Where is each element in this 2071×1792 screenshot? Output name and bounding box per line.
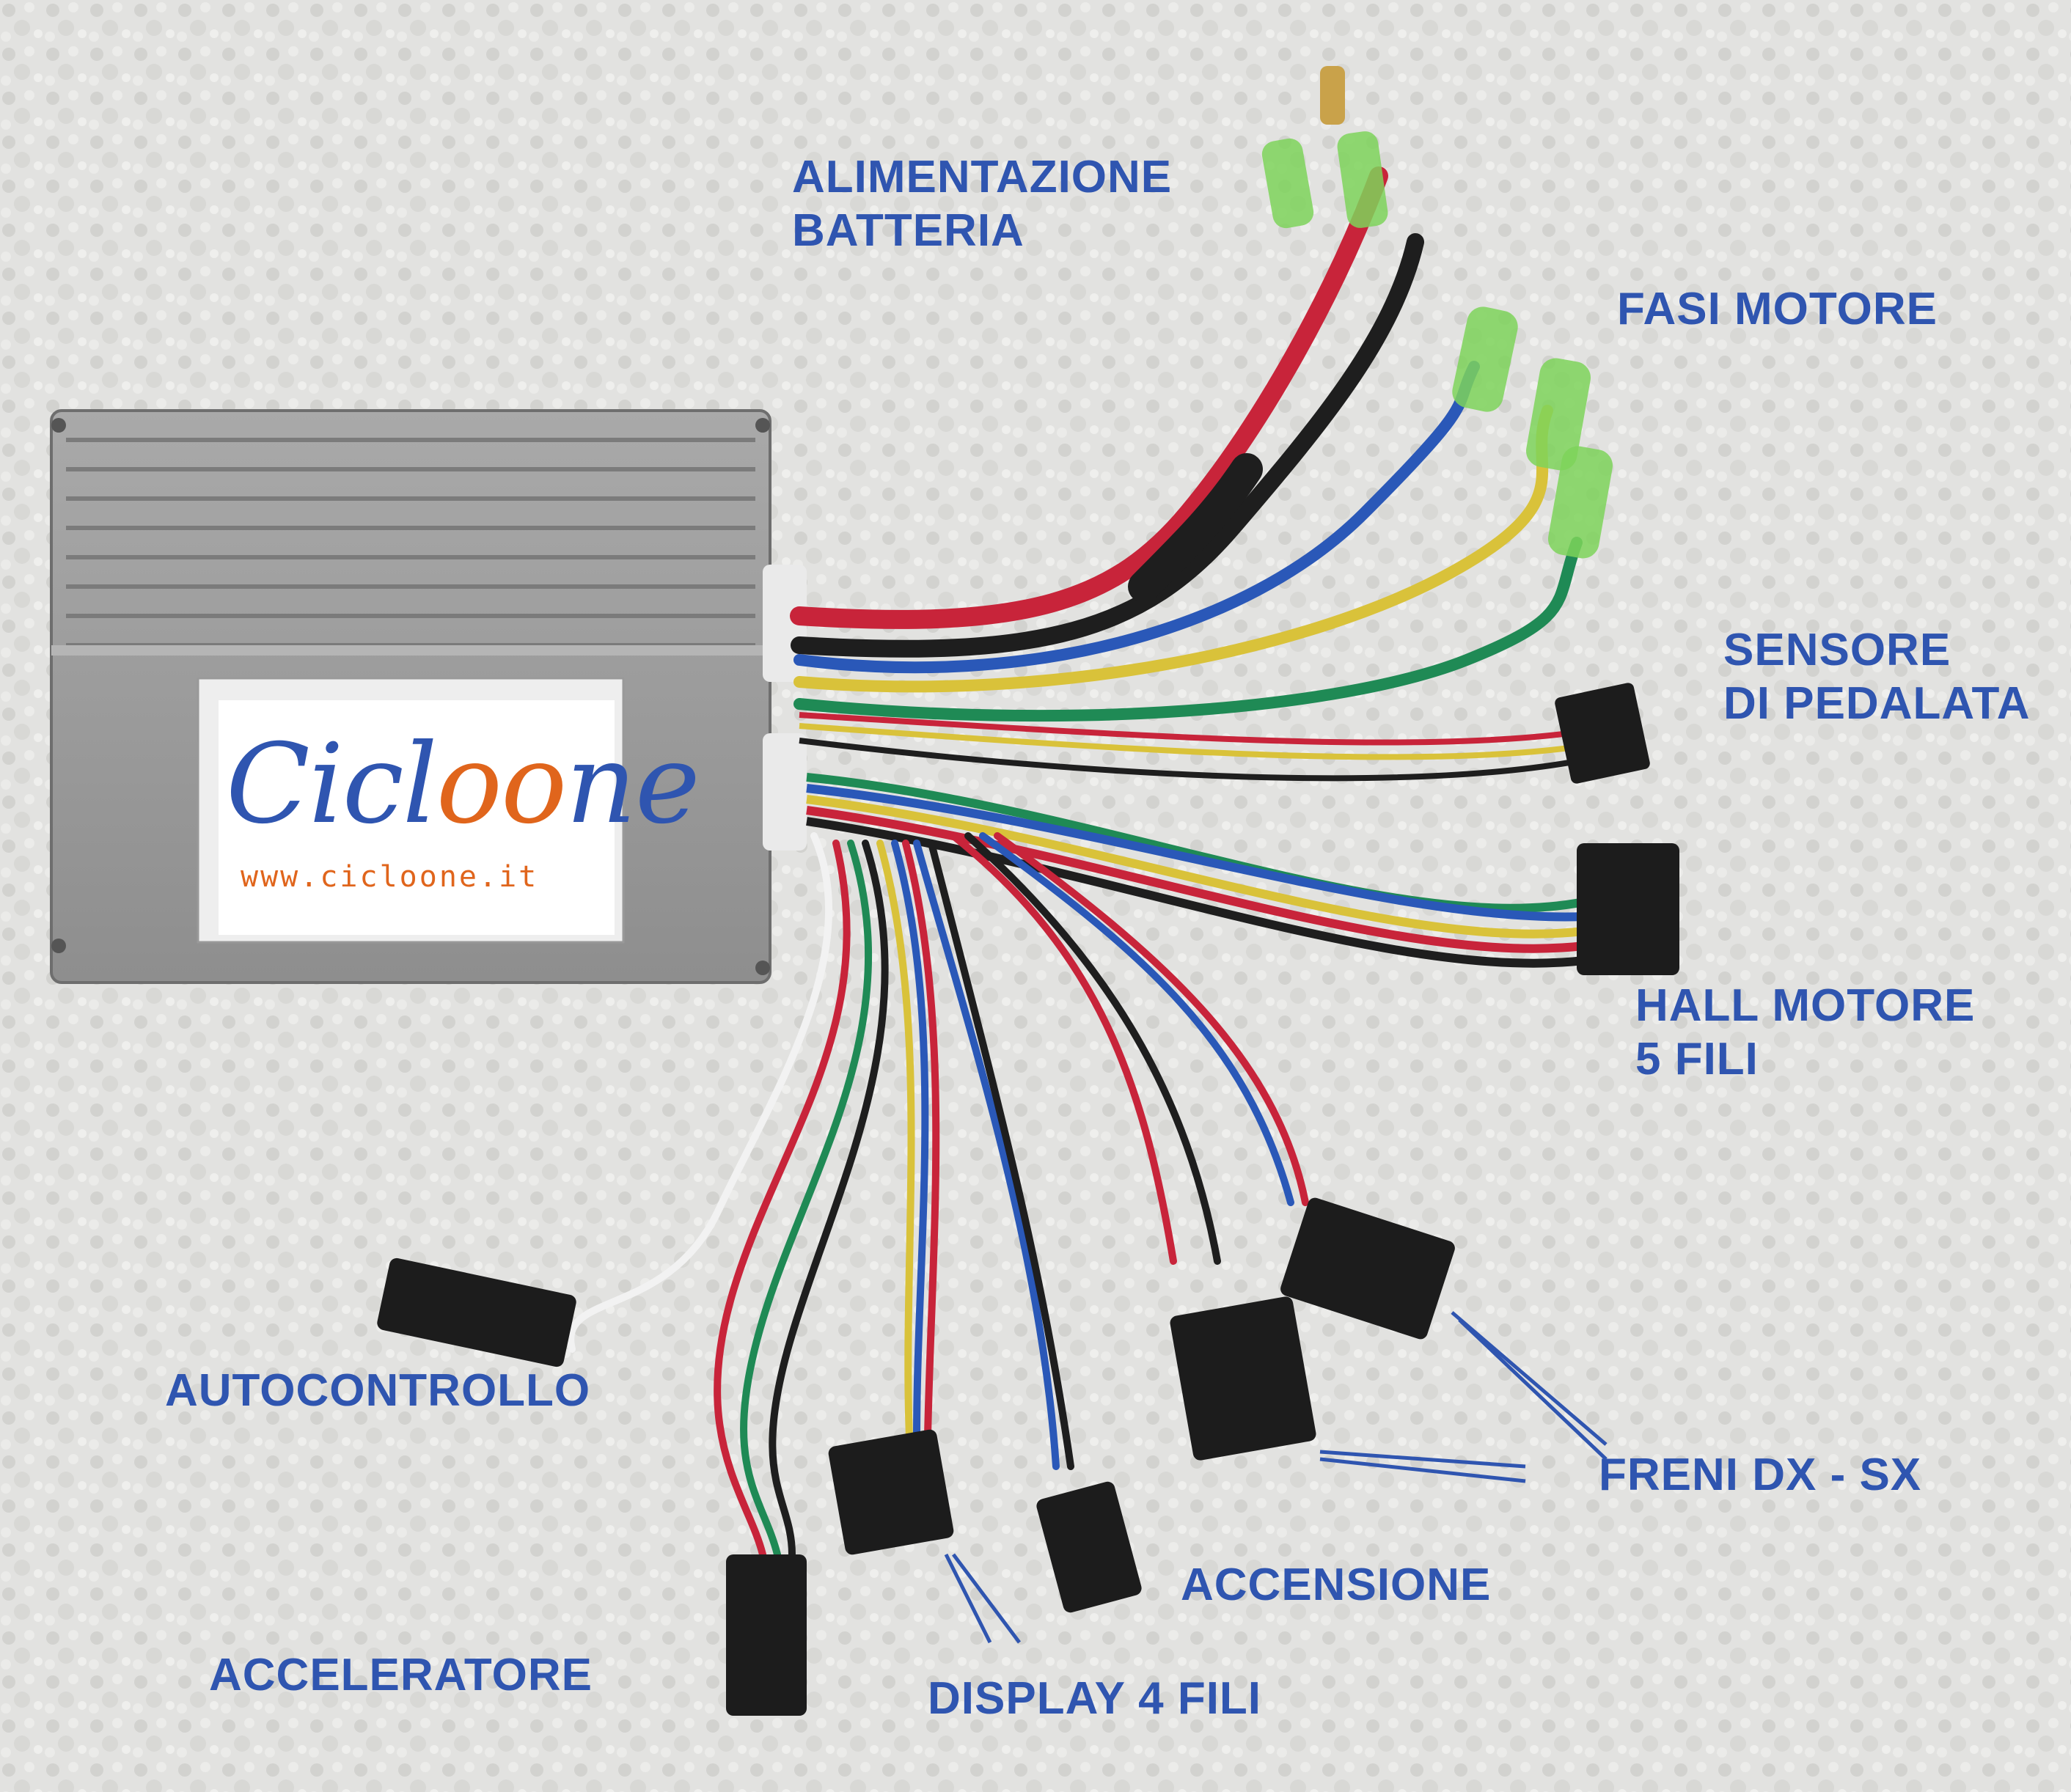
motor-phase-connectors — [1452, 306, 1613, 559]
label-fasi-motore: FASI MOTORE — [1617, 284, 1938, 334]
label-autocontrollo: AUTOCONTROLLO — [165, 1365, 591, 1416]
label-accensione: ACCENSIONE — [1181, 1560, 1492, 1610]
pedal-sensor-connector — [1555, 683, 1650, 784]
brand-label: Cicloone www.cicloone.it — [219, 700, 700, 935]
label-acceleratore: ACCELERATORE — [209, 1650, 593, 1700]
pedal-sensor-wires — [799, 712, 1570, 782]
label-hall-motore: HALL MOTORE 5 FILI — [1635, 980, 1976, 1085]
freno-connector-2 — [1280, 1197, 1455, 1340]
freno-connector-1 — [1170, 1296, 1316, 1461]
brand-url: www.cicloone.it — [241, 860, 539, 894]
label-display: DISPLAY 4 FILI — [928, 1673, 1262, 1724]
acceleratore-connector — [726, 1554, 807, 1716]
brand-logo: Cicloone — [226, 721, 700, 848]
hall-sensor-connector — [1577, 843, 1679, 975]
battery-connectors — [1261, 66, 1388, 229]
display-connector — [828, 1429, 954, 1555]
pointer-lines — [944, 1311, 1608, 1644]
wire-grommet-bottom — [763, 733, 807, 851]
autocontrollo-connector — [377, 1257, 576, 1367]
label-freni: FRENI DX - SX — [1599, 1450, 1922, 1500]
lower-wire-bundle — [567, 832, 1309, 1558]
label-alimentazione: ALIMENTAZIONE BATTERIA — [792, 152, 1173, 257]
label-sensore-pedalata: SENSORE DI PEDALATA — [1723, 625, 2031, 730]
accensione-connector — [1036, 1481, 1142, 1613]
battery-wires — [790, 166, 1424, 658]
hall-sensor-wires — [806, 773, 1586, 968]
